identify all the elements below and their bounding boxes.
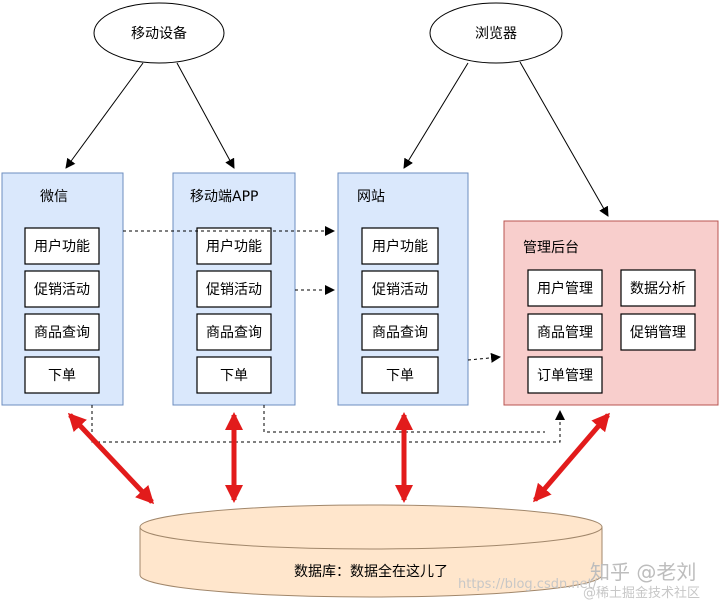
browser-node: 浏览器 bbox=[429, 2, 563, 64]
arrow-browser-to-admin bbox=[519, 61, 609, 217]
arrow-mobile-to-app bbox=[176, 62, 235, 169]
panel-admin-title: 管理后台 bbox=[523, 240, 579, 256]
browser-label: 浏览器 bbox=[475, 26, 517, 42]
dashed-wechat-order-to-admin bbox=[91, 405, 565, 443]
app-item-query: 商品查询 bbox=[206, 325, 262, 341]
panel-wechat: 微信 用户功能 促销活动 商品查询 下单 bbox=[1, 172, 124, 406]
dashed-app-order-to-admin bbox=[263, 405, 545, 433]
watermark-zhihu: 知乎 @老刘 bbox=[590, 560, 696, 584]
app-item-promo: 促销活动 bbox=[206, 282, 262, 298]
admin-item-user: 用户管理 bbox=[537, 280, 593, 297]
watermark-url: https://blog.csdn.net/ bbox=[458, 577, 598, 592]
website-item-promo: 促销活动 bbox=[372, 282, 428, 298]
red-arrow-admin-db bbox=[533, 412, 610, 503]
mobile-device-node: 移动设备 bbox=[93, 2, 225, 64]
database-label: 数据库：数据全在这儿了 bbox=[294, 563, 448, 580]
admin-item-promo: 促销管理 bbox=[630, 325, 686, 341]
admin-item-order: 订单管理 bbox=[537, 368, 593, 384]
wechat-item-order: 下单 bbox=[48, 368, 76, 384]
red-arrow-wechat-db bbox=[67, 412, 155, 505]
app-item-order: 下单 bbox=[220, 368, 248, 384]
wechat-item-promo: 促销活动 bbox=[34, 282, 90, 298]
wechat-item-user: 用户功能 bbox=[34, 238, 90, 255]
mobile-device-label: 移动设备 bbox=[131, 25, 187, 42]
website-item-query: 商品查询 bbox=[372, 325, 428, 341]
panel-app-title: 移动端APP bbox=[190, 189, 258, 205]
admin-item-product: 商品管理 bbox=[537, 325, 593, 341]
panel-website: 网站 用户功能 促销活动 商品查询 下单 bbox=[337, 172, 469, 406]
arrow-browser-to-website bbox=[403, 62, 469, 169]
panel-website-title: 网站 bbox=[357, 189, 385, 205]
website-item-user: 用户功能 bbox=[372, 238, 428, 255]
wechat-item-query: 商品查询 bbox=[34, 325, 90, 341]
database: 数据库：数据全在这儿了 bbox=[139, 504, 603, 598]
website-item-order: 下单 bbox=[386, 368, 414, 384]
panel-wechat-title: 微信 bbox=[40, 189, 68, 205]
panel-admin: 管理后台 用户管理 数据分析 商品管理 促销管理 订单管理 bbox=[503, 220, 719, 406]
admin-item-analytics: 数据分析 bbox=[630, 281, 686, 297]
arrow-mobile-to-wechat bbox=[65, 62, 144, 169]
panel-mobile-app: 移动端APP 用户功能 促销活动 商品查询 下单 bbox=[172, 172, 296, 406]
app-item-user: 用户功能 bbox=[206, 238, 262, 255]
dashed-website-to-admin bbox=[467, 352, 501, 363]
watermark-juejin: @稀土掘金技术社区 bbox=[583, 585, 700, 601]
